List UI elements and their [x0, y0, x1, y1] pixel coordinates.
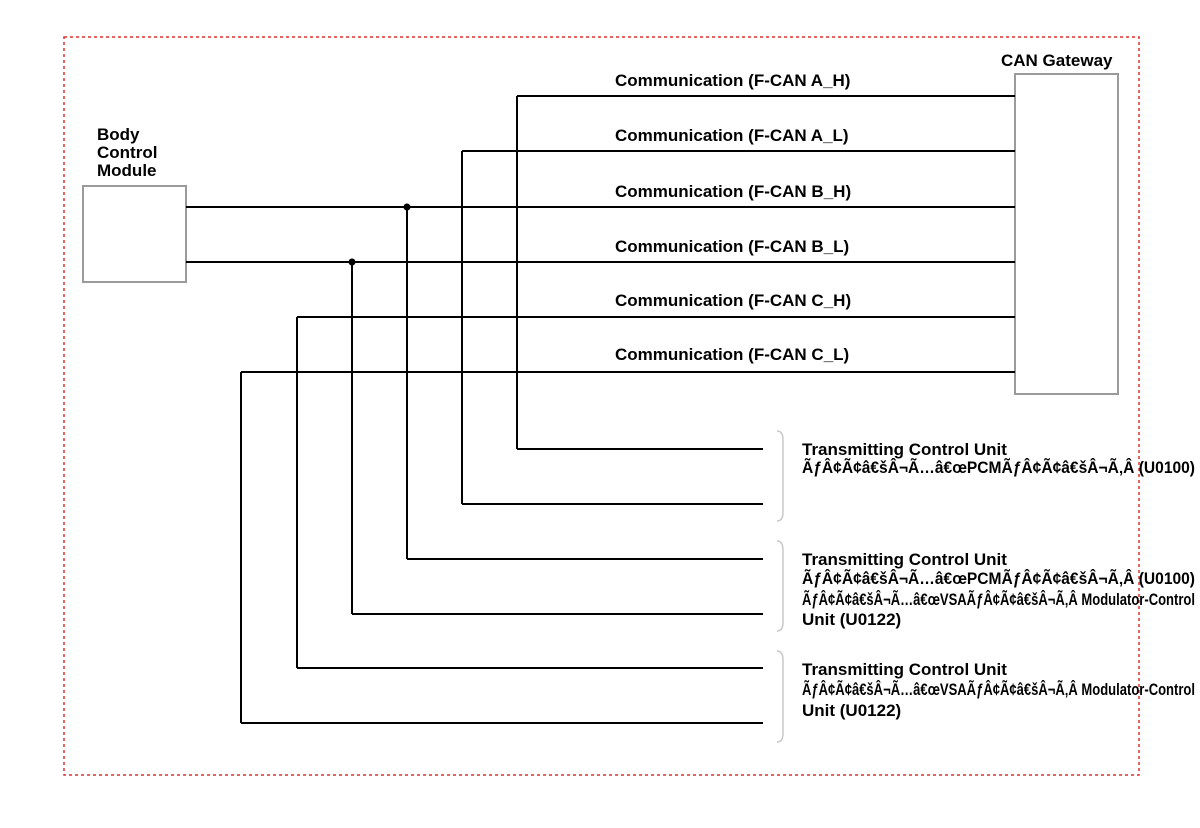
line-label-b-h: Communication (F-CAN B_H)	[615, 182, 851, 201]
body-control-module-box	[82, 185, 187, 283]
brace-unit-1	[776, 430, 784, 522]
can-gateway-box	[1014, 73, 1119, 395]
line-label-a-l: Communication (F-CAN A_L)	[615, 126, 849, 145]
unit3-line3: Unit (U0122)	[802, 701, 901, 720]
junction-dot-b-l	[348, 258, 356, 266]
unit1-line1: Transmitting Control Unit	[802, 440, 1007, 459]
bcm-label-line1: Body	[97, 125, 140, 144]
bcm-label-line3: Module	[97, 161, 157, 180]
unit2-line2: ÃƒÂ¢Ã¢â€šÂ¬Ã…â€œPCMÃƒÂ¢Ã¢â€šÂ¬Ã‚Â (U0100…	[802, 568, 1195, 588]
unit2-line3: ÃƒÂ¢Ã¢â€šÂ¬Ã…â€œVSAÃƒÂ¢Ã¢â€šÂ¬Ã‚Â Modula…	[802, 589, 1195, 609]
unit2-line4: Unit (U0122)	[802, 610, 901, 629]
unit3-line1: Transmitting Control Unit	[802, 660, 1007, 679]
gateway-label: CAN Gateway	[1001, 51, 1113, 70]
brace-unit-3	[776, 650, 784, 743]
line-label-b-l: Communication (F-CAN B_L)	[615, 237, 849, 256]
brace-unit-2	[776, 540, 784, 632]
unit2-line1: Transmitting Control Unit	[802, 550, 1007, 569]
bcm-label-line2: Control	[97, 143, 157, 162]
junction-dot-b-h	[403, 203, 411, 211]
line-label-a-h: Communication (F-CAN A_H)	[615, 71, 850, 90]
line-label-c-h: Communication (F-CAN C_H)	[615, 291, 851, 310]
line-label-c-l: Communication (F-CAN C_L)	[615, 345, 849, 364]
unit3-line2: ÃƒÂ¢Ã¢â€šÂ¬Ã…â€œVSAÃƒÂ¢Ã¢â€šÂ¬Ã‚Â Modula…	[802, 679, 1195, 699]
unit1-line2: ÃƒÂ¢Ã¢â€šÂ¬Ã…â€œPCMÃƒÂ¢Ã¢â€šÂ¬Ã‚Â (U0100…	[802, 457, 1195, 477]
